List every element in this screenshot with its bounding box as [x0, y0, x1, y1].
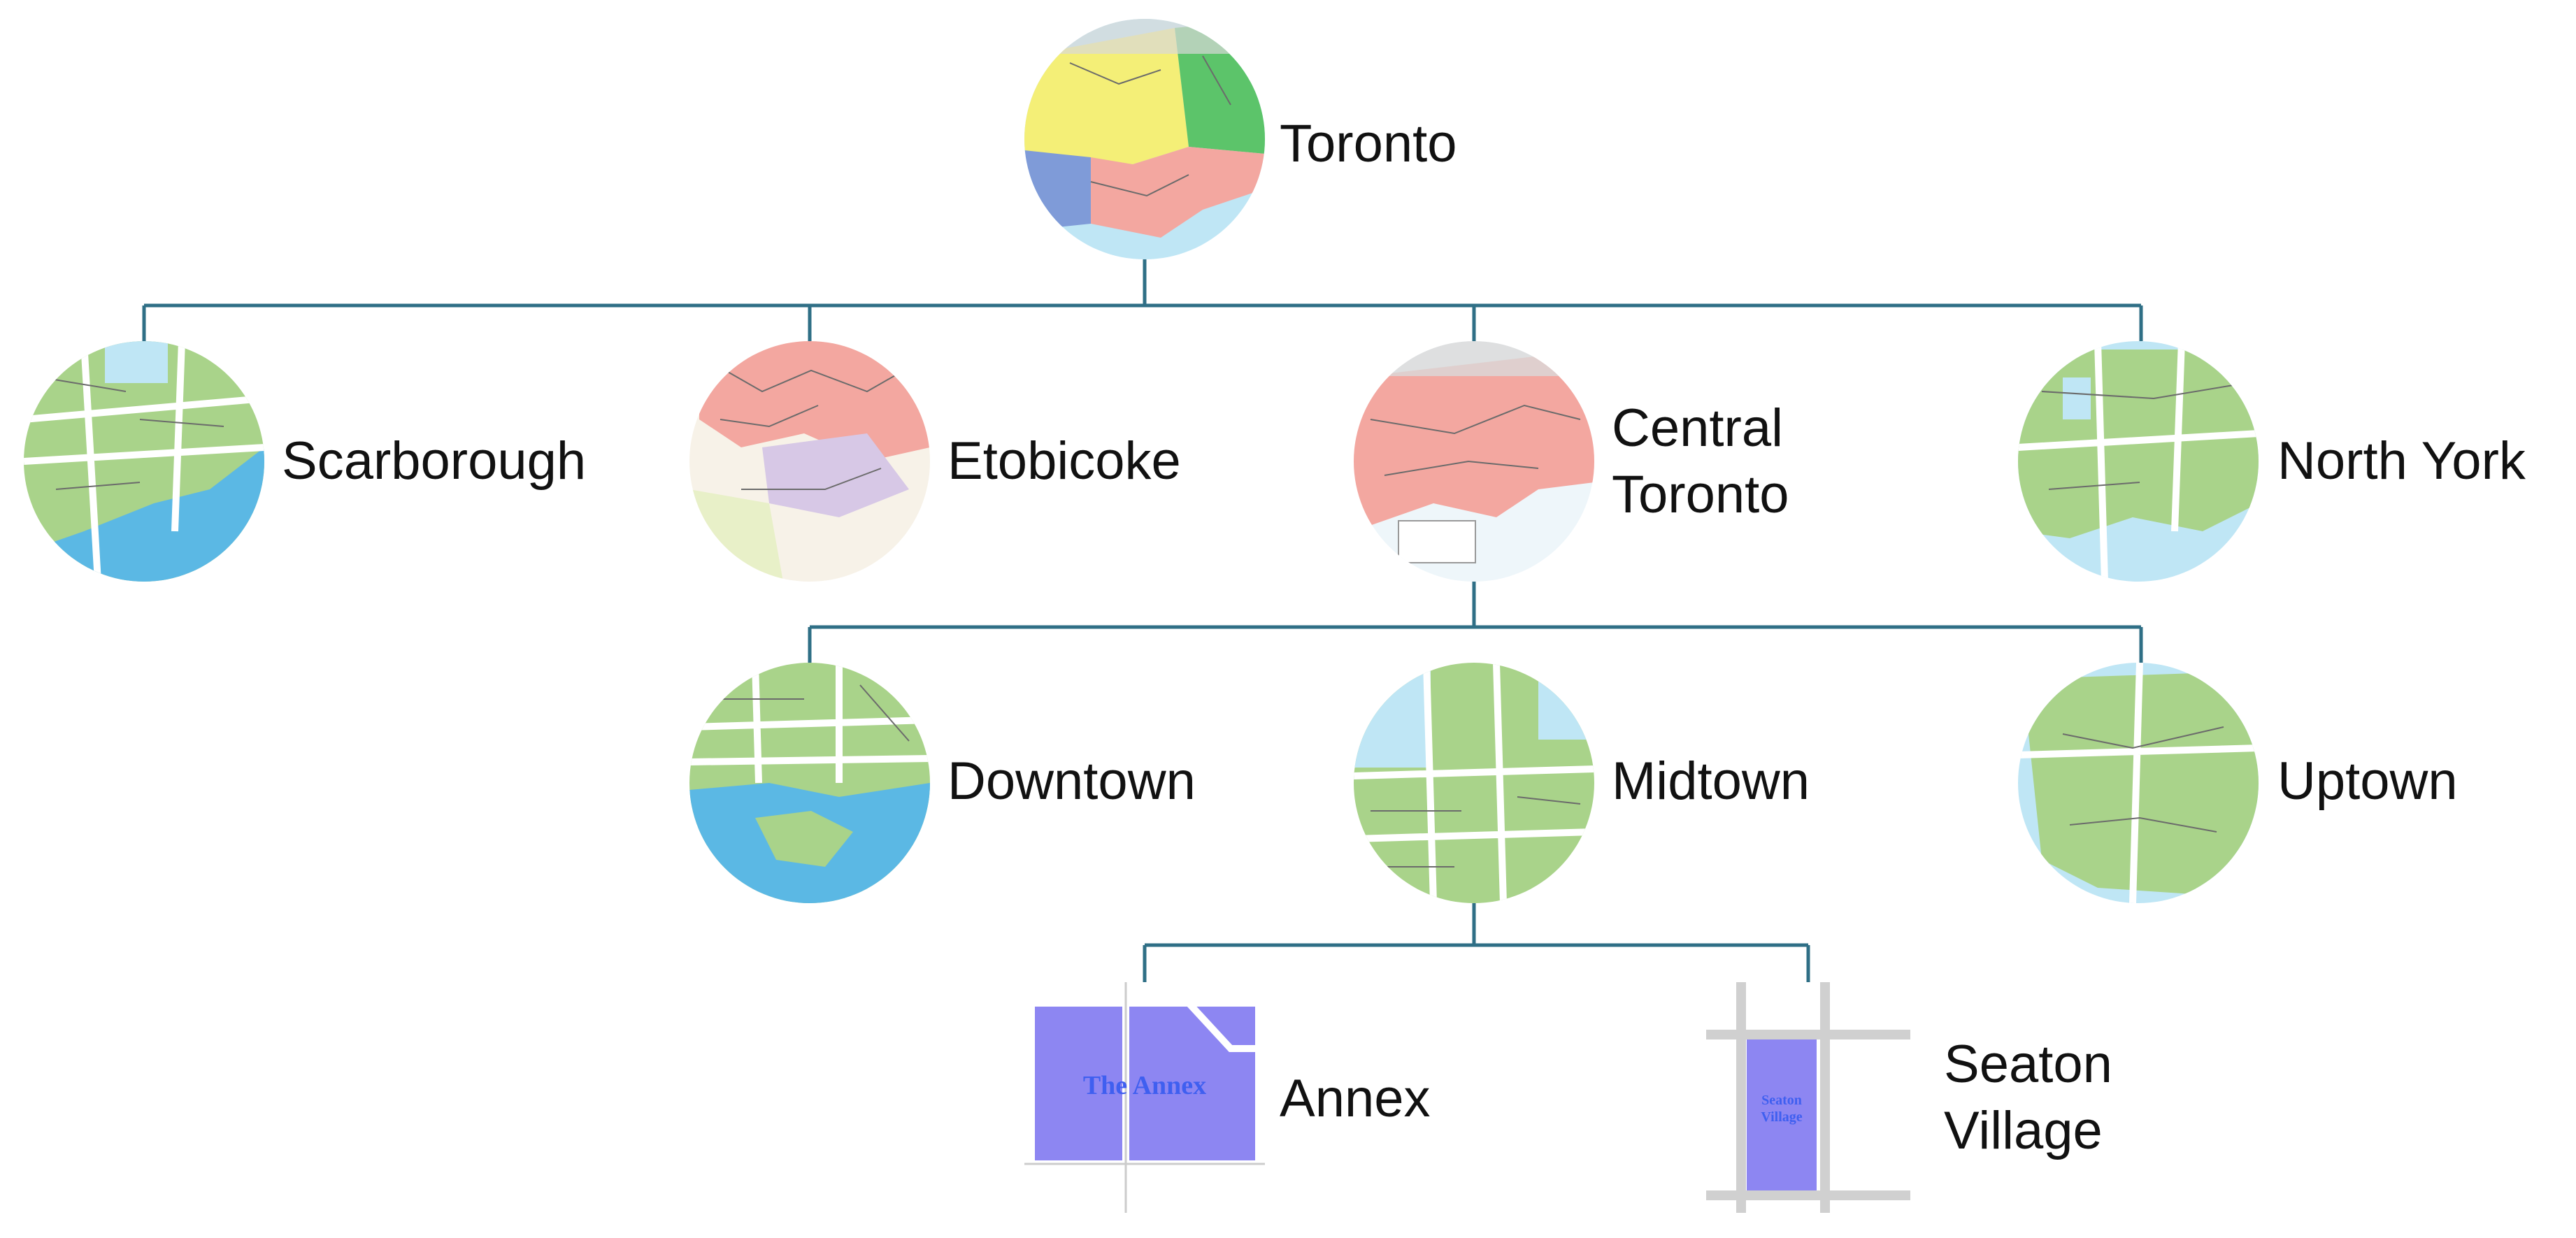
- node-label-scarborough: Scarborough: [282, 431, 587, 491]
- downtown-map-icon: [689, 663, 930, 903]
- node-label-north-york: North York: [2277, 431, 2526, 491]
- node-label-uptown: Uptown: [2277, 751, 2458, 811]
- north-york-map-icon: [2018, 341, 2259, 582]
- node-label-line: Seaton: [1944, 1035, 2112, 1094]
- tree-connectors: [142, 259, 2143, 982]
- etobicoke-map-icon: [689, 341, 930, 582]
- toronto-districts-map-icon: [1024, 19, 1265, 259]
- node-label-annex: Annex: [1280, 1069, 1431, 1128]
- node-label-downtown: Downtown: [947, 751, 1196, 811]
- annex-map-icon: The Annex: [1024, 982, 1265, 1213]
- node-label-seaton-village: Seaton Village: [1944, 1031, 2112, 1164]
- node-label-line: Village: [1944, 1101, 2103, 1160]
- annex-map-text: The Annex: [1083, 1071, 1206, 1100]
- node-label-midtown: Midtown: [1612, 751, 1810, 811]
- node-label-central-toronto: Central Toronto: [1612, 395, 1789, 528]
- scarborough-map-icon: [24, 341, 264, 582]
- node-label-toronto: Toronto: [1280, 114, 1457, 173]
- node-label-line: Toronto: [1612, 465, 1789, 524]
- uptown-map-icon: [2018, 663, 2259, 903]
- central-toronto-map-icon: [1354, 341, 1594, 582]
- node-label-line: Central: [1612, 398, 1783, 458]
- midtown-map-icon: [1354, 663, 1594, 903]
- node-label-etobicoke: Etobicoke: [947, 431, 1181, 491]
